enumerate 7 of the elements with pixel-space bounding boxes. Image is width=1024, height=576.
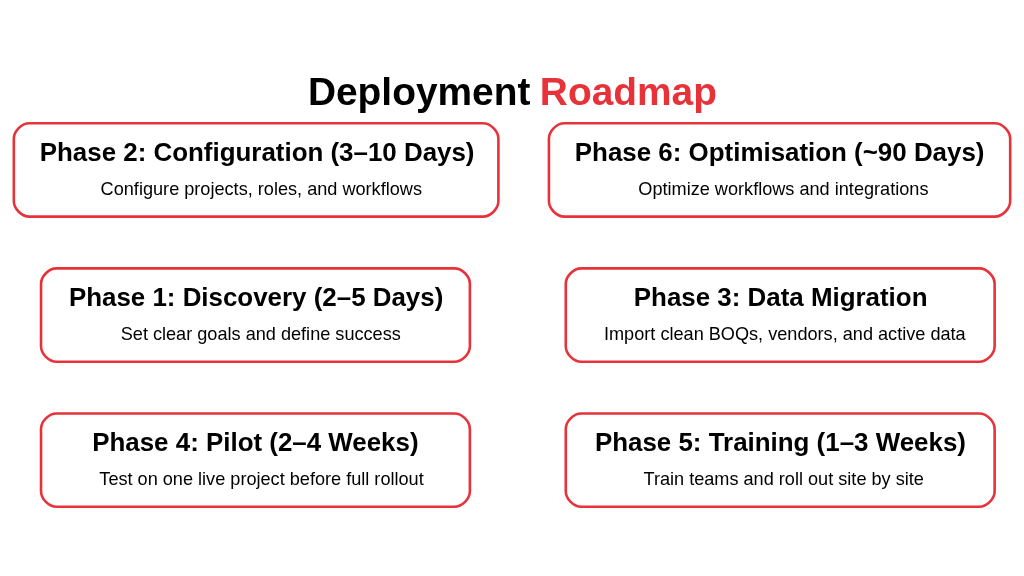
node-box: Phase 1: Discovery (2–5 Days) Set clear goals and define success [39, 266, 472, 363]
node-box: Phase 5: Training (1–3 Weeks) Train teams and roll out site by site [564, 411, 996, 508]
node-box: Phase 2: Configuration (3–10 Days) Configure projects, roles, and workflows [12, 121, 500, 218]
node-box: Phase 4: Pilot (2–4 Weeks) Test on one live project before full rollout [39, 411, 472, 508]
node-box: Phase 6: Optimisation (~90 Days) Optimize workflows and integrations [547, 121, 1012, 218]
node-box: Phase 3: Data Migration Import clean BOQs, vendors, and active data [564, 266, 996, 363]
diagram-title: Deployment Roadmap [307, 69, 717, 113]
